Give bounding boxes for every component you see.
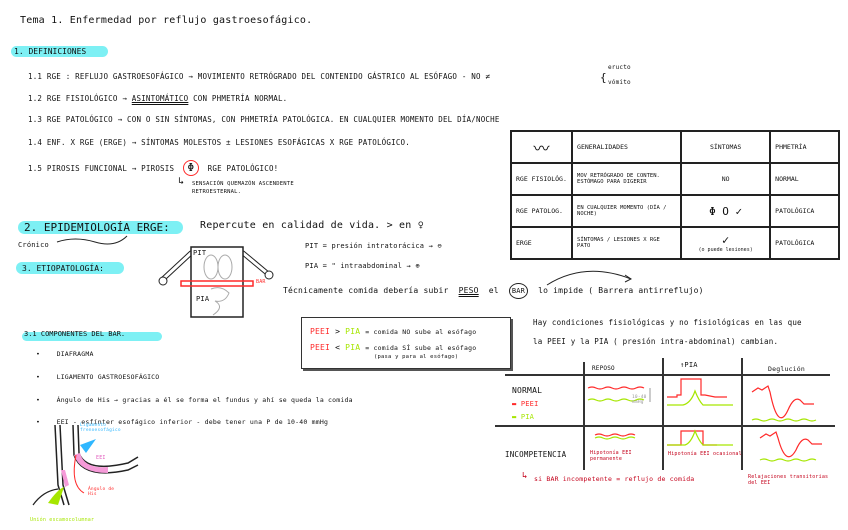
arrow-down-right-icon: ↳ [522, 471, 528, 481]
pressure-line-1: PEEI > PIA = comida NO sube al esófago [310, 327, 477, 336]
section-heading-epidemiologia: 2. Epidemiología ERGE: [24, 221, 170, 234]
list-item: • EEI - esfínter esofágico inferior - de… [36, 418, 329, 426]
grid-line [583, 362, 585, 470]
arrow-down-right-icon: ↳ [178, 176, 185, 187]
grid-line [662, 358, 664, 470]
grid-line [495, 425, 835, 427]
highlight [16, 262, 124, 274]
label-angulo-his: Ángulo de His [88, 487, 115, 497]
trace-incompetencia-pia [667, 429, 733, 446]
conditions-intro-2: la PEEI y la PIA ( presión intra-abdomin… [533, 337, 779, 346]
table-cell: Patológica [769, 194, 840, 228]
grid-line [505, 374, 830, 376]
row-label-incompetencia: Incompetencia [505, 450, 567, 459]
definition-1-4: 1.4 Enf. x RGE (ERGE) → síntomas molesto… [28, 138, 410, 147]
definition-1-3: 1.3 RGE patológico → con o sin síntomas,… [28, 115, 500, 124]
table-cell: Síntomas / lesiones x RGE pato [571, 226, 683, 260]
definition-1-2: 1.2 RGE fisiológico → Asintomático con p… [28, 94, 288, 103]
bar-circled: BAR [508, 283, 529, 299]
cronico-label: Crónico [18, 241, 49, 249]
table-cell: Patológica [769, 226, 840, 260]
pressure-line-2-note: (pasa y para al esófago) [374, 354, 459, 360]
definition-1-1: 1.1 RGE : Reflujo gastroesofágico → movi… [28, 72, 491, 81]
pressure-line-2: PEEI < PIA = comida SÍ sube al esófago [310, 343, 477, 352]
epidemiologia-text: Repercute en calidad de vida. > en ♀ [200, 220, 424, 231]
trace-normal-reposo [587, 386, 651, 402]
table-cell: Normal [769, 162, 840, 196]
label-ligamento: Ligamento frenoesofágico [80, 423, 121, 433]
brace-icon: { [600, 71, 607, 84]
pit-diagram-label: PIT [193, 249, 207, 257]
footnote-bar: si BAR incompetente = reflujo de comida [534, 475, 695, 483]
highlight [18, 221, 183, 234]
brace-top: eructo [608, 64, 631, 71]
trace-incompetencia-deglucion [759, 431, 822, 462]
circled-null-icon: ϕ [182, 160, 199, 176]
trace-normal-deglucion [751, 385, 817, 422]
curved-arrow-icon [546, 270, 632, 286]
table-row: RGE patolog. En cualquier momento (día /… [509, 194, 840, 228]
definition-1-5: 1.5 Pirosis funcional → Pirosis ϕ RGE pa… [28, 160, 279, 176]
table-cell: En cualquier momento (día / noche) [571, 194, 683, 228]
list-item: • Diafragma [36, 350, 94, 358]
column-header-deglucion: Deglución [768, 365, 806, 373]
cell-hipotonia-ocasional: Hipotonía EEI ocasional [668, 451, 742, 457]
trace-incompetencia-reposo [594, 433, 636, 440]
table-header: pHmetría [769, 130, 840, 164]
trace-normal-pia [667, 378, 733, 406]
row-label: RGE patolog. [509, 194, 574, 228]
brace-bottom: vómito [608, 79, 631, 86]
pressure-comparison-box: PEEI > PIA = comida NO sube al esófago P… [301, 317, 511, 369]
row-label: RGE fisiológ. [509, 162, 574, 196]
label-eei: EEI [96, 455, 106, 461]
grid-line [741, 358, 743, 470]
table-cell: NO [680, 162, 772, 196]
table-header: Síntomas [680, 130, 772, 164]
column-header-reposo: Reposo [592, 365, 615, 372]
list-item: • Ángulo de His → gracias a él se forma … [36, 396, 353, 404]
cell-note: (o puede lesiones) [698, 247, 753, 253]
column-header-pia: ↑PIA [680, 361, 698, 369]
cell-hipotonia-permanente: Hipotonía EEI permanente [590, 450, 632, 462]
row-label: ERGE [509, 226, 574, 260]
pirosis-note: sensación quemazón ascendente retroester… [192, 181, 294, 195]
row-label-normal: Normal [512, 386, 543, 395]
rge-comparison-table: 〰 Generalidades Síntomas pHmetría RGE fi… [509, 130, 840, 260]
checkmark-icon: ✓ [722, 233, 730, 247]
bar-diagram-label: BAR [256, 279, 266, 285]
pit-definition: PIT = presión intratorácica → ⊖ [305, 242, 442, 250]
table-cell: Mov retrógrado de conten. estómago para … [571, 162, 683, 196]
highlight [11, 46, 108, 57]
highlight [22, 332, 162, 341]
section-heading-definiciones: 1. Definiciones [14, 47, 87, 56]
wavy-connector [56, 235, 128, 245]
conditions-intro-1: Hay condiciones fisiológicas y no fisiol… [533, 318, 802, 327]
table-row: ERGE Síntomas / lesiones x RGE pato ✓ (o… [509, 226, 840, 260]
list-item: • Ligamento gastroesofágico [36, 373, 160, 381]
section-heading-etiopatologia: 3. Etiopatología: [22, 264, 104, 273]
tecnicamente-line: Técnicamente comida debería subir PESO e… [283, 283, 704, 299]
section-heading-componentes: 3.1 Componentes del BAR. [24, 330, 126, 338]
table-corner-scribble: 〰 [509, 130, 574, 164]
torso-diagram [158, 246, 274, 318]
range-note: 10-40 mmHg [632, 395, 647, 405]
table-row: RGE fisiológ. Mov retrógrado de conten. … [509, 162, 840, 196]
esophagus-diagram [32, 425, 139, 506]
table-cell: ✓ (o puede lesiones) [680, 226, 772, 260]
label-union: Unión escamocolumnar [30, 517, 95, 523]
table-cell: ϕ o ✓ [680, 194, 772, 228]
cell-relajaciones: Relajaciones transitorias del EEI [748, 474, 829, 486]
pia-definition: PIA = " intraabdominal → ⊕ [305, 262, 420, 270]
table-header: Generalidades [571, 130, 683, 164]
pia-diagram-label: PIA [196, 295, 210, 303]
legend-peei: ▬ PEEI [512, 400, 539, 408]
legend-pia: ▬ PIA [512, 413, 535, 421]
page-title: Tema 1. Enfermedad por reflujo gastroeso… [20, 15, 313, 26]
